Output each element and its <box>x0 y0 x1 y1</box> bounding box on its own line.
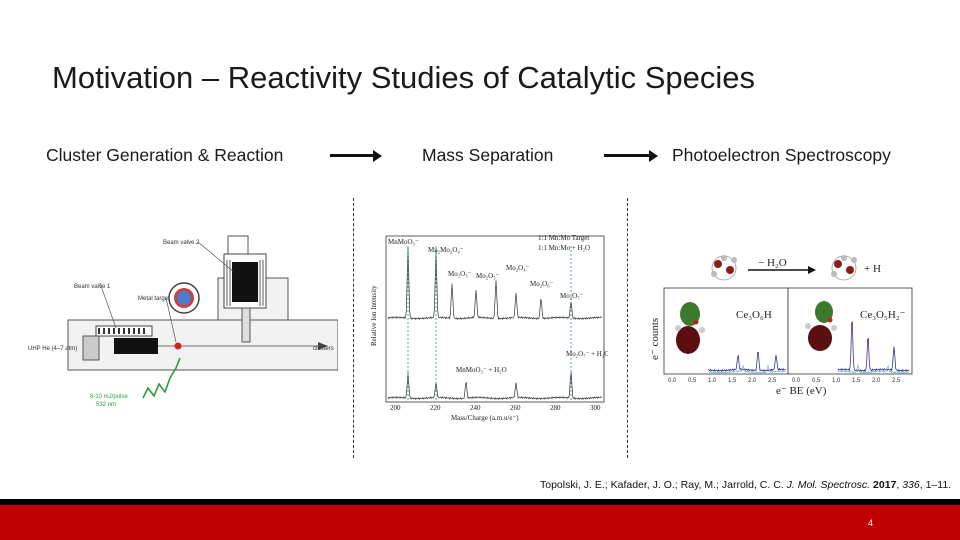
pes-dark-right <box>837 321 910 373</box>
pes-traces <box>707 321 910 375</box>
pes-reaction-label: − H₂O <box>758 257 787 269</box>
label-laser-wavelength: 532 nm <box>96 402 116 408</box>
citation-volume: 336 <box>902 479 920 491</box>
pes-light-right <box>837 364 910 374</box>
ms-peak-label-4: Mo₂O₅⁻ <box>476 272 500 280</box>
label-laser-energy: 8-10 mJ/pulse <box>90 394 128 400</box>
divider-right <box>627 198 628 458</box>
label-beam-valve-2: Beam valve 2 <box>163 240 200 246</box>
pes-figure: − H₂O + H 0.0 0.5 1.0 1.5 2.0 2.5 0.0 0.5 1.0 1.5… <box>649 255 913 397</box>
ms-tick-3: 260 <box>510 404 521 412</box>
footer-red-bar <box>0 505 960 540</box>
pes-tick-5: 2.5 <box>768 378 777 384</box>
ms-water-label-2: Mo₂O₇⁻ + H₂O <box>566 350 608 358</box>
pes-x-label: e⁻ BE (eV) <box>776 385 827 397</box>
ms-y-label: Relative Ion Intensity <box>370 285 378 346</box>
ms-peak-label-7: Mo₂O₇⁻ <box>560 292 584 300</box>
label-clusters: clusters <box>313 346 334 352</box>
ms-peak-label-5: Mo₂O₄⁻ <box>506 264 530 272</box>
ms-water-label-1: MnMoO₃⁻ + H₂O <box>456 366 507 374</box>
ms-legend-2: 1:1 Mn:Mo + H₂O <box>538 244 590 252</box>
page-title: Motivation – Reactivity Studies of Catal… <box>52 60 755 95</box>
pes-species-1: Ce₃O₆H <box>736 309 772 321</box>
citation-journal: J. Mol. Spectrosc. <box>786 479 871 491</box>
ms-line-top <box>387 247 602 321</box>
ms-line-bottom <box>387 372 602 401</box>
ms-tick-0: 200 <box>390 404 401 412</box>
pes-tick-3: 1.5 <box>728 378 737 384</box>
ms-tick-1: 220 <box>430 404 441 412</box>
orbital-left <box>675 302 705 354</box>
page-number: 4 <box>868 518 874 528</box>
pes-tick-2: 1.0 <box>708 378 717 384</box>
ms-peak-label-6: Mo₂O₆⁻ <box>530 280 554 288</box>
pes-tick-7: 0.5 <box>812 378 821 384</box>
ms-trace-bottom <box>387 372 602 401</box>
flow-step-mass-separation: Mass Separation <box>422 145 554 165</box>
citation-year: 2017 <box>873 479 897 491</box>
pes-frame-left <box>663 287 789 375</box>
pes-tick-6: 0.0 <box>792 378 801 384</box>
pes-tick-9: 1.5 <box>852 378 861 384</box>
cluster-structure-left <box>711 255 737 281</box>
ms-x-ticks: 200 220 240 260 280 300 <box>390 404 601 412</box>
pes-x-ticks: 0.0 0.5 1.0 1.5 2.0 2.5 0.0 0.5 1.0 1.5 2.0 2.5 <box>668 378 901 384</box>
divider-left <box>353 198 354 458</box>
pes-frame-right <box>787 287 913 375</box>
ms-peak-label-1: MnMoO₃⁻ <box>388 238 419 246</box>
label-beam-valve-1: Beam valve 1 <box>74 284 111 290</box>
ms-tick-2: 240 <box>470 404 481 412</box>
citation-authors: Topolski, J. E.; Kafader, J. O.; Ray, M.… <box>540 479 787 491</box>
pes-tick-0: 0.0 <box>668 378 677 384</box>
flow-arrow-1 <box>330 149 382 162</box>
ms-water-markers <box>407 246 572 400</box>
ms-trace-top <box>387 247 602 321</box>
ms-peak-label-3: Mo₂O₃⁻ <box>448 270 472 278</box>
pes-tick-1: 0.5 <box>688 378 697 384</box>
orbital-right <box>805 301 837 351</box>
mass-spectrum: 200 220 240 260 280 300 Relative Ion Intensit… <box>370 234 608 422</box>
pes-tick-8: 1.0 <box>832 378 841 384</box>
pes-h-label: + H <box>864 263 881 275</box>
label-metal-target: Metal target <box>138 296 170 302</box>
footer-black-bar <box>0 499 960 505</box>
pes-species-2: Ce₃O₅H₂⁻ <box>860 309 906 321</box>
ms-peak-label-2: Mn₂Mo₂O₄⁻ <box>428 246 464 254</box>
cluster-structure-right <box>831 255 857 281</box>
flow-arrow-2 <box>604 149 658 162</box>
ms-legend-1: 1:1 Mn:Mo Target <box>538 234 589 242</box>
pes-y-label: e⁻ counts <box>649 318 661 360</box>
label-uhp-he: UHP He (4–7 atm) <box>28 346 77 352</box>
ms-x-label: Mass/Charge (a.m.u/e⁻) <box>451 414 519 422</box>
pes-light-left <box>707 364 786 375</box>
citation-pages: , 1–11. <box>919 479 952 491</box>
pes-tick-4: 2.0 <box>748 378 757 384</box>
pes-tick-11: 2.5 <box>892 378 901 384</box>
apparatus-diagram: Beam valve 2 Beam valve 1 Metal target U… <box>28 235 338 408</box>
flow-step-photoelectron-spectroscopy: Photoelectron Spectroscopy <box>672 145 891 165</box>
flow-step-cluster-generation: Cluster Generation & Reaction <box>46 145 284 165</box>
pes-tick-10: 2.0 <box>872 378 881 384</box>
pes-dark-left <box>707 352 786 373</box>
citation: Topolski, J. E.; Kafader, J. O.; Ray, M.… <box>540 479 952 491</box>
ms-tick-5: 300 <box>590 404 601 412</box>
ms-tick-4: 280 <box>550 404 561 412</box>
